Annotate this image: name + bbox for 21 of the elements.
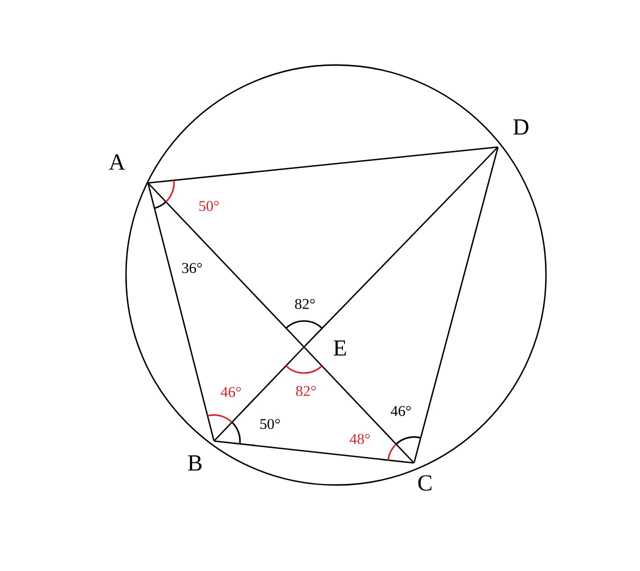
line-segment (147, 183, 215, 441)
angle-label: 36° (182, 262, 202, 274)
line-segment (304, 346, 414, 464)
angle-label: 48° (350, 434, 370, 444)
line-segment (413, 147, 499, 463)
point-label: C (418, 475, 432, 491)
angle-label: 82° (296, 386, 316, 396)
point-label: D (513, 119, 528, 135)
line-segment (148, 182, 304, 348)
angle-label: 82° (295, 298, 315, 310)
line-segment (214, 440, 414, 464)
point-label: E (334, 340, 346, 356)
point-label: A (108, 154, 126, 170)
line-segment (214, 346, 304, 442)
point-label: B (188, 455, 202, 471)
angle-label: 46° (220, 386, 241, 398)
line-segment (148, 146, 498, 184)
angle-label: 46° (390, 406, 411, 416)
angle-label: 50° (260, 418, 280, 430)
angle-label: 50° (199, 200, 219, 212)
line-segment (304, 146, 498, 348)
